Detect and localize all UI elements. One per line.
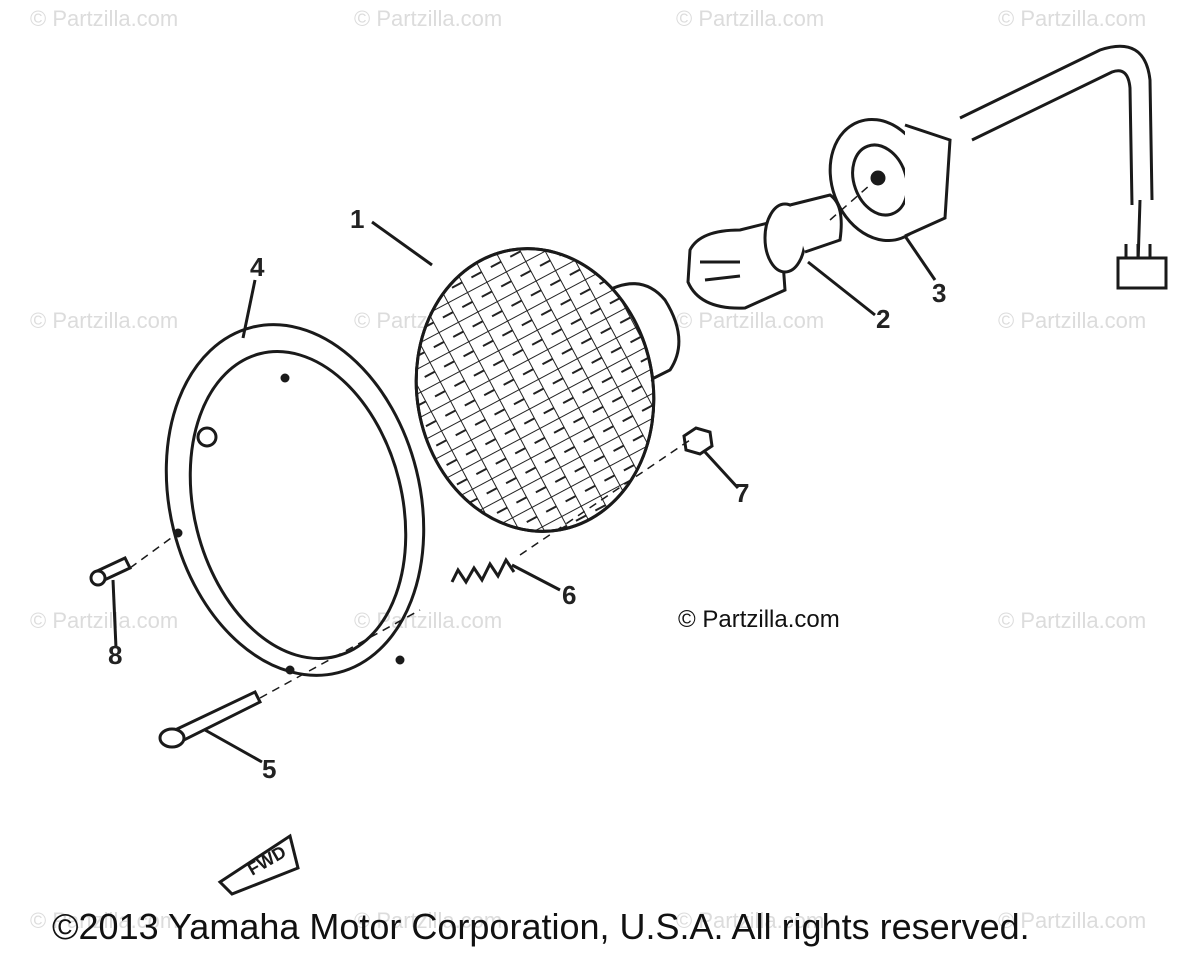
callout-3: 3 — [932, 278, 946, 308]
assembly-lines — [129, 184, 871, 699]
watermark: © Partzilla.com — [998, 308, 1147, 333]
watermark: © Partzilla.com — [30, 6, 179, 31]
watermark: © Partzilla.com — [354, 908, 503, 933]
wiring-harness — [959, 44, 1168, 290]
callout-7: 7 — [735, 478, 749, 508]
callout-8: 8 — [108, 640, 122, 670]
socket-part — [828, 117, 952, 243]
copyright-notice: ©2013 Yamaha Motor Corporation, U.S.A. A… — [52, 906, 1030, 947]
callout-6: 6 — [562, 580, 576, 610]
watermark: © Partzilla.com — [998, 908, 1147, 933]
watermark: © Partzilla.com — [30, 608, 179, 633]
sealed-beam-part — [414, 247, 681, 533]
watermark: © Partzilla.com — [676, 308, 825, 333]
bulb-part — [686, 193, 843, 310]
watermark: © Partzilla.com — [998, 6, 1147, 31]
callout-1: 1 — [350, 204, 364, 234]
callout-4: 4 — [250, 252, 265, 282]
watermark: © Partzilla.com — [354, 6, 503, 31]
screw-part — [158, 690, 263, 749]
small-screw-part — [89, 556, 133, 587]
watermark: © Partzilla.com — [676, 6, 825, 31]
watermark: © Partzilla.com — [676, 908, 825, 933]
watermark: © Partzilla.com — [998, 608, 1147, 633]
forward-arrow-icon: FWD — [217, 833, 300, 896]
spring-part — [450, 557, 516, 585]
rim-part — [164, 323, 426, 677]
callout-2: 2 — [876, 304, 890, 334]
watermark: © Partzilla.com — [30, 908, 179, 933]
site-credit: © Partzilla.com — [678, 606, 840, 633]
callout-5: 5 — [262, 754, 276, 784]
nut-part — [682, 426, 714, 456]
leader-lines — [111, 220, 937, 764]
watermark: © Partzilla.com — [30, 308, 179, 333]
